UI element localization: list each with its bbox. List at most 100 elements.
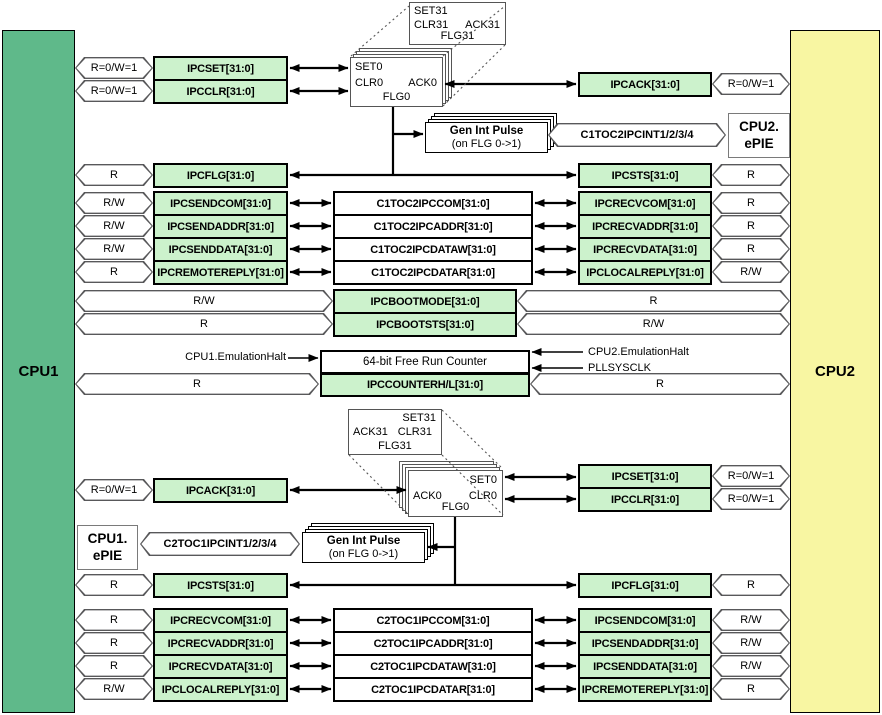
ipcsts-access-arrow: R <box>75 574 153 596</box>
cpu2-ipcflg-reg: IPCFLG[31:0] <box>578 573 712 598</box>
epie-line2: ePIE <box>92 547 123 563</box>
epie-line1: CPU1. <box>87 531 128 547</box>
flag-set31-label: SET31 <box>402 412 436 424</box>
ipcsendcom-access-arrow: R/W <box>75 192 153 214</box>
cpu2-block: CPU2 <box>790 30 880 713</box>
counter-left-access-arrow: R <box>75 373 319 395</box>
cpu2-ipcsts-reg: IPCSTS[31:0] <box>578 163 712 188</box>
cpu2-epie-box: CPU2. ePIE <box>728 113 790 158</box>
ipcsts-access-arrow: R <box>712 164 790 186</box>
c1toc2-flag0-box: SET0 CLR0 ACK0 FLG0 <box>350 57 443 107</box>
gen-int-pulse-cond: (on FLG 0->1) <box>328 547 399 560</box>
flag-set0-label: SET0 <box>469 474 497 486</box>
cpu2-ipclocalreply-reg: IPCLOCALREPLY[31:0] <box>578 260 712 285</box>
c1toc2-flag31-box: SET31 CLR31 ACK31 FLG31 <box>409 2 506 45</box>
bootsts-right-access-arrow: R/W <box>517 313 790 335</box>
flag-ack0-label: ACK0 <box>408 77 437 89</box>
flag-clr31-label: CLR31 <box>414 19 449 31</box>
ipcclr-access-arrow: R=0/W=1 <box>712 488 790 510</box>
c1toc2ipccom-reg: C1TOC2IPCCOM[31:0] <box>333 191 533 216</box>
c2toc1ipcdataw-reg: C2TOC1IPCDATAW[31:0] <box>333 654 533 679</box>
cpu1-ipcremotereply-reg: IPCREMOTEREPLY[31:0] <box>153 260 288 285</box>
ipcset-access-arrow: R=0/W=1 <box>75 57 153 79</box>
cpu1-ipcrecvaddr-reg: IPCRECVADDR[31:0] <box>153 631 288 656</box>
ipcrecvcom-access-arrow: R <box>712 192 790 214</box>
cpu1-block: CPU1 <box>2 30 75 713</box>
c1toc2ipcint-arrow: C1TOC2IPCINT1/2/3/4 <box>548 123 726 147</box>
cpu2-ipcrecvaddr-reg: IPCRECVADDR[31:0] <box>578 214 712 239</box>
ipcack-access-arrow: R=0/W=1 <box>75 479 153 501</box>
ipcrecvcom-access-arrow: R <box>75 609 153 631</box>
flag-flg31-label: FLG31 <box>440 30 475 42</box>
epie-line1: CPU2. <box>739 119 779 135</box>
ipcflg-access-arrow: R <box>75 164 153 186</box>
c1toc2ipcdataw-reg: C1TOC2IPCDATAW[31:0] <box>333 237 533 262</box>
flag-flg0-label: FLG0 <box>441 501 470 513</box>
cpu1-ipcflg-reg: IPCFLG[31:0] <box>153 163 288 188</box>
cpu1-ipclocalreply-reg: IPCLOCALREPLY[31:0] <box>153 677 288 702</box>
ipcremotereply-access-arrow: R <box>712 678 790 700</box>
ipccounter-reg: IPCCOUNTERH/L[31:0] <box>320 373 530 397</box>
ipcbootmode-reg: IPCBOOTMODE[31:0] <box>333 289 517 314</box>
cpu1-ipcclr-reg: IPCCLR[31:0] <box>153 79 288 104</box>
c2toc1-flag0-box: SET0 ACK0 CLR0 FLG0 <box>408 470 503 517</box>
cpu1-ipcsts-reg: IPCSTS[31:0] <box>153 573 288 598</box>
free-run-counter-box: 64-bit Free Run Counter <box>320 350 530 374</box>
pllsysclk-label: PLLSYSCLK <box>588 362 651 374</box>
cpu2-ipcsendcom-reg: IPCSENDCOM[31:0] <box>578 608 712 633</box>
ipcclr-access-arrow: R=0/W=1 <box>75 80 153 102</box>
cpu1-ipcack-reg: IPCACK[31:0] <box>153 478 288 503</box>
ipclocalreply-access-arrow: R/W <box>712 261 790 283</box>
cpu2-ipcremotereply-reg: IPCREMOTEREPLY[31:0] <box>578 677 712 702</box>
flag-flg0-label: FLG0 <box>382 91 411 103</box>
cpu1-ipcrecvcom-reg: IPCRECVCOM[31:0] <box>153 608 288 633</box>
ipcsenddata-access-arrow: R/W <box>712 655 790 677</box>
ipcsendcom-access-arrow: R/W <box>712 609 790 631</box>
ipcremotereply-access-arrow: R <box>75 261 153 283</box>
flag-set31-label: SET31 <box>414 5 448 17</box>
gen-int-pulse-c1toc2: Gen Int Pulse (on FLG 0->1) <box>425 122 548 153</box>
gen-int-pulse-c2toc1: Gen Int Pulse (on FLG 0->1) <box>302 532 425 563</box>
cpu2-emulationhalt-label: CPU2.EmulationHalt <box>588 346 689 358</box>
ipcsendaddr-access-arrow: R/W <box>75 215 153 237</box>
cpu2-ipcclr-reg: IPCCLR[31:0] <box>578 487 712 512</box>
gen-int-pulse-title: Gen Int Pulse <box>326 534 401 547</box>
c2toc1ipcdatar-reg: C2TOC1IPCDATAR[31:0] <box>333 677 533 702</box>
c1toc2ipcdatar-reg: C1TOC2IPCDATAR[31:0] <box>333 260 533 285</box>
ipclocalreply-access-arrow: R/W <box>75 678 153 700</box>
cpu1-epie-box: CPU1. ePIE <box>77 525 138 570</box>
c2toc1-flag31-box: SET31 ACK31 CLR31 FLG31 <box>348 409 442 455</box>
ipcrecvaddr-access-arrow: R <box>75 632 153 654</box>
cpu1-ipcsendaddr-reg: IPCSENDADDR[31:0] <box>153 214 288 239</box>
counter-right-access-arrow: R <box>530 373 790 395</box>
c1toc2ipcaddr-reg: C1TOC2IPCADDR[31:0] <box>333 214 533 239</box>
ipcbootsts-reg: IPCBOOTSTS[31:0] <box>333 312 517 337</box>
cpu2-ipcrecvdata-reg: IPCRECVDATA[31:0] <box>578 237 712 262</box>
ipcrecvdata-access-arrow: R <box>712 238 790 260</box>
bootmode-left-access-arrow: R/W <box>75 290 333 312</box>
gen-int-pulse-cond: (on FLG 0->1) <box>451 137 522 150</box>
ipcrecvaddr-access-arrow: R <box>712 215 790 237</box>
epie-line2: ePIE <box>744 135 774 151</box>
bootmode-right-access-arrow: R <box>517 290 790 312</box>
cpu2-ipcack-reg: IPCACK[31:0] <box>578 72 712 97</box>
ipcrecvdata-access-arrow: R <box>75 655 153 677</box>
flag-clr31-label: CLR31 <box>397 426 432 438</box>
flag-flg31-label: FLG31 <box>378 440 412 452</box>
ipcsenddata-access-arrow: R/W <box>75 238 153 260</box>
cpu1-ipcsendcom-reg: IPCSENDCOM[31:0] <box>153 191 288 216</box>
cpu1-ipcrecvdata-reg: IPCRECVDATA[31:0] <box>153 654 288 679</box>
cpu1-ipcsenddata-reg: IPCSENDDATA[31:0] <box>153 237 288 262</box>
cpu1-ipcset-reg: IPCSET[31:0] <box>153 56 288 81</box>
flag-ack0-label: ACK0 <box>413 490 442 502</box>
cpu2-ipcrecvcom-reg: IPCRECVCOM[31:0] <box>578 191 712 216</box>
c2toc1ipcint-arrow: C2TOC1IPCINT1/2/3/4 <box>140 532 300 556</box>
bootsts-left-access-arrow: R <box>75 313 333 335</box>
cpu1-emulationhalt-label: CPU1.EmulationHalt <box>185 351 286 363</box>
cpu2-ipcsenddata-reg: IPCSENDDATA[31:0] <box>578 654 712 679</box>
c2toc1ipccom-reg: C2TOC1IPCCOM[31:0] <box>333 608 533 633</box>
flag-set0-label: SET0 <box>355 61 383 73</box>
ipcset-access-arrow: R=0/W=1 <box>712 465 790 487</box>
ipcsendaddr-access-arrow: R/W <box>712 632 790 654</box>
